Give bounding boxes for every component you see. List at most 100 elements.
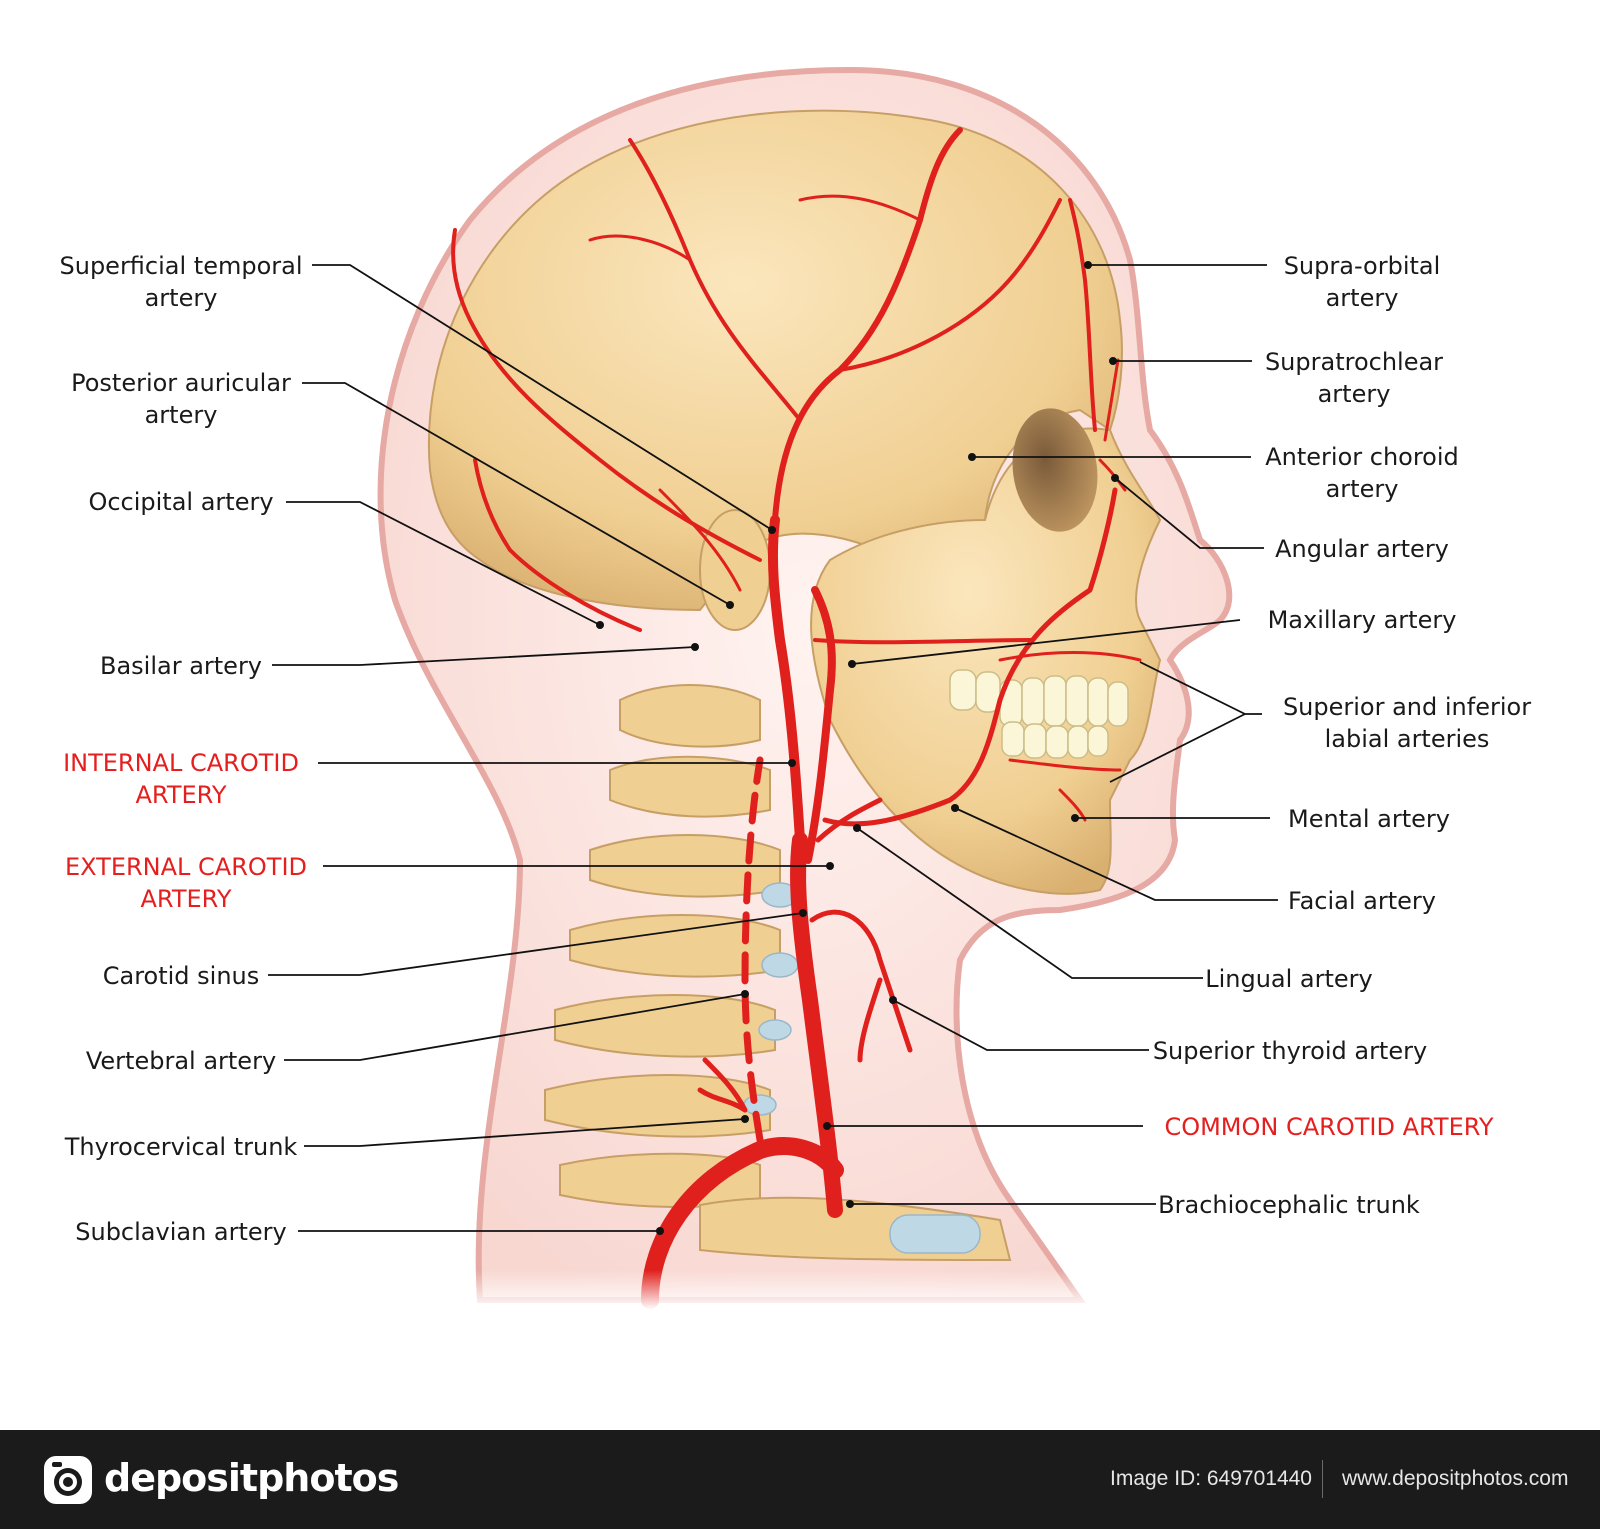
teeth <box>949 669 1129 759</box>
label-line: COMMON CAROTID ARTERY <box>1164 1113 1494 1141</box>
label-lingual: Lingual artery <box>1205 963 1373 995</box>
label-carotid-sinus: Carotid sinus <box>103 960 260 992</box>
label-line: artery <box>1325 284 1399 312</box>
label-supra-orbital: Supra-orbital artery <box>1284 250 1441 314</box>
label-labial: Superior and inferior labial arteries <box>1283 691 1531 755</box>
label-line: Thyrocervical trunk <box>64 1133 298 1161</box>
leader-carotid-sinus <box>268 912 804 976</box>
brand-logo-text: depositphotos <box>104 1456 399 1500</box>
leader-superficial-temporal <box>312 264 773 531</box>
label-line: Supratrochlear <box>1264 348 1444 376</box>
label-maxillary: Maxillary artery <box>1268 604 1457 636</box>
label-line: Facial artery <box>1288 887 1436 915</box>
label-line: artery <box>144 284 218 312</box>
lingual-vessel <box>815 797 883 843</box>
label-occipital: Occipital artery <box>88 486 273 518</box>
label-line: Superior and inferior <box>1282 693 1532 721</box>
leader-superior-thyroid <box>892 999 1149 1051</box>
label-line: labial arteries <box>1324 725 1490 753</box>
label-line: Occipital artery <box>88 488 274 516</box>
label-line: artery <box>1317 380 1391 408</box>
label-line: INTERNAL CAROTID <box>63 749 299 777</box>
leader-angular <box>1114 477 1264 549</box>
label-anterior-choroid: Anterior choroid artery <box>1265 441 1459 505</box>
label-line: Basilar artery <box>99 652 263 680</box>
vertebral-vessel <box>741 756 764 1144</box>
label-posterior-auricular: Posterior auricular artery <box>71 367 291 431</box>
artery-network <box>451 127 1142 1309</box>
thyrocervical-vessel <box>697 1057 748 1113</box>
leader-vertebral <box>284 993 746 1061</box>
label-line: artery <box>144 401 218 429</box>
label-superficial-temporal: Superficial temporal artery <box>59 250 302 314</box>
eye-orbit <box>1012 408 1098 532</box>
label-line: EXTERNAL CAROTID <box>64 853 308 881</box>
label-line: Angular artery <box>1275 535 1449 563</box>
label-line: Lingual artery <box>1205 965 1373 993</box>
label-brachiocephalic: Brachiocephalic trunk <box>1158 1189 1420 1221</box>
leader-thyrocervical <box>304 1118 746 1147</box>
label-common-carotid: COMMON CAROTID ARTERY <box>1164 1111 1493 1143</box>
label-line: Posterior auricular <box>71 369 291 397</box>
label-external-carotid: EXTERNAL CAROTID ARTERY <box>65 851 307 915</box>
supraorbital-vessel <box>1068 198 1097 432</box>
label-line: Carotid sinus <box>102 962 260 990</box>
leader-labial-lower <box>1109 713 1246 783</box>
leader-posterior-auricular <box>302 382 731 606</box>
leader-occipital <box>286 501 601 626</box>
watermark-footer: depositphotos Image ID: 649701440 www.de… <box>0 1430 1600 1529</box>
skull-cranium <box>428 109 1123 612</box>
label-line: Maxillary artery <box>1267 606 1457 634</box>
facial-vessel <box>822 487 1118 827</box>
leader-dots <box>596 261 1119 1235</box>
skull-face <box>810 427 1162 895</box>
label-thyrocervical: Thyrocervical trunk <box>65 1131 298 1163</box>
label-line: Superficial temporal <box>59 252 303 280</box>
label-mental: Mental artery <box>1288 803 1450 835</box>
image-id: Image ID: 649701440 <box>1110 1467 1312 1490</box>
superficial-temporal-vessel <box>772 127 963 523</box>
site-url[interactable]: www.depositphotos.com <box>1342 1467 1569 1490</box>
label-line: Vertebral artery <box>85 1047 277 1075</box>
label-line: ARTERY <box>140 885 232 913</box>
leader-lines <box>268 264 1278 1232</box>
label-basilar: Basilar artery <box>100 650 262 682</box>
label-angular: Angular artery <box>1275 533 1449 565</box>
label-facial: Facial artery <box>1288 885 1436 917</box>
supratrochlear-vessel <box>1103 358 1120 442</box>
subclavian-vessel <box>641 1137 844 1309</box>
label-subclavian: Subclavian artery <box>75 1216 287 1248</box>
label-line: Brachiocephalic trunk <box>1158 1191 1420 1219</box>
label-vertebral: Vertebral artery <box>86 1045 276 1077</box>
label-line: Anterior choroid <box>1265 443 1459 471</box>
internal-carotid-vessel <box>767 515 805 845</box>
temporal-branch-b <box>838 198 1062 372</box>
camera-icon <box>44 1456 92 1504</box>
superior-thyroid-vessel <box>809 909 913 1063</box>
occipital-vessel <box>451 228 762 562</box>
label-line: Supra-orbital <box>1283 252 1441 280</box>
bottom-fade <box>380 1270 1100 1310</box>
labial-vessels <box>998 651 1142 772</box>
label-supratrochlear: Supratrochlear artery <box>1265 346 1443 410</box>
footer-divider <box>1322 1460 1323 1498</box>
head-neck-arteries-illustration <box>268 66 1278 1310</box>
label-internal-carotid: INTERNAL CAROTID ARTERY <box>63 747 299 811</box>
leader-lingual <box>856 827 1203 979</box>
occipital-branch <box>473 458 642 632</box>
posterior-auricular-vessel <box>658 488 742 592</box>
diagram-canvas: Superficial temporal artery Posterior au… <box>59 66 1532 1310</box>
maxillary-vessel <box>813 638 1032 645</box>
label-superior-thyroid: Superior thyroid artery <box>1153 1035 1427 1067</box>
leader-facial <box>954 807 1278 901</box>
temporal-branch-a <box>628 138 802 422</box>
leader-maxillary <box>851 619 1241 665</box>
label-line: Superior thyroid artery <box>1152 1037 1428 1065</box>
leader-basilar <box>272 646 696 666</box>
label-line: Subclavian artery <box>75 1218 287 1246</box>
label-line: artery <box>1325 475 1399 503</box>
external-carotid-vessel <box>804 586 836 864</box>
label-line: ARTERY <box>135 781 227 809</box>
temporal-branch-c <box>588 194 922 262</box>
ear <box>699 509 771 631</box>
